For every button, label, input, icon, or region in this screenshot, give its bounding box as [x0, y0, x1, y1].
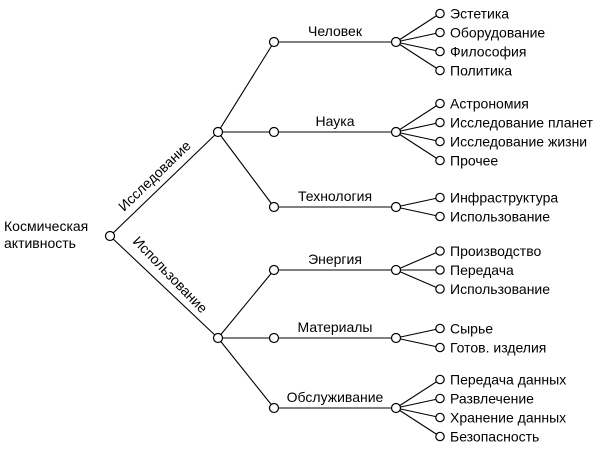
- leaf-node: [435, 284, 445, 294]
- leaf-label: Безопасность: [450, 429, 539, 445]
- leaf-node: [435, 246, 445, 256]
- leaf-label: Философия: [450, 44, 526, 60]
- topic-node-right: [390, 36, 402, 48]
- leaf-label: Исследование планет: [450, 115, 594, 131]
- edge-topic-leaf: [395, 206, 441, 218]
- leaf-label: Исследование жизни: [450, 134, 587, 150]
- leaf-node: [435, 46, 445, 57]
- edge-topic-leaf: [395, 196, 441, 208]
- leaf-node: [435, 117, 445, 128]
- leaf-node: [435, 65, 445, 76]
- root-label-line-1: Космическая: [4, 218, 88, 234]
- topic-node-right: [390, 402, 402, 414]
- topic-label: Материалы: [298, 319, 373, 335]
- leaf-node: [435, 192, 445, 203]
- leaf-label: Астрономия: [450, 96, 529, 112]
- edge-root-branch-1: [109, 131, 219, 237]
- edge-topic-leaf: [395, 13, 441, 43]
- topic-node-left: [268, 36, 280, 48]
- edge-topic-leaf: [395, 407, 441, 437]
- topic-label: Наука: [316, 113, 355, 129]
- topic-node-right: [390, 332, 402, 344]
- edge-branch-topic: [217, 131, 275, 208]
- edge-root-branch-2: [109, 235, 219, 339]
- tree-body: Человек ЭстетикаОборудованиеФилософияПоли…: [212, 6, 594, 445]
- leaf-label: Готов. изделия: [450, 340, 546, 356]
- leaf-label: Производство: [450, 243, 541, 259]
- leaf-node: [435, 431, 445, 442]
- topic-label: Обслуживание: [287, 389, 384, 405]
- branch-label-research: Исследование: [115, 137, 194, 214]
- topic-node-right: [390, 126, 402, 138]
- edge-topic-leaf: [395, 131, 441, 143]
- branch-node: [212, 126, 224, 138]
- leaf-node: [435, 323, 445, 334]
- edge-branch-topic: [217, 337, 275, 409]
- leaf-label: Сырье: [450, 321, 493, 337]
- leaf-node: [435, 8, 445, 19]
- edge-topic-leaf: [395, 131, 441, 161]
- root-node: [104, 230, 116, 242]
- topic-node-left: [268, 126, 280, 138]
- topic-node-left: [268, 402, 280, 414]
- leaf-label: Хранение данных: [450, 410, 566, 426]
- edge-branch-topic: [217, 41, 275, 133]
- leaf-node: [435, 136, 445, 147]
- edge-topic-leaf: [395, 31, 441, 43]
- edge-topic-leaf: [395, 269, 441, 290]
- branch-label-usage: Использование: [130, 233, 211, 316]
- topic-label: Технология: [298, 188, 372, 204]
- leaf-label: Прочее: [450, 153, 498, 169]
- leaf-node: [435, 265, 445, 275]
- leaf-label: Оборудование: [450, 25, 545, 41]
- leaf-node: [435, 98, 445, 109]
- branch-node: [212, 332, 224, 344]
- leaf-node: [435, 211, 445, 222]
- leaf-node: [435, 155, 445, 166]
- leaf-label: Развлечение: [450, 391, 534, 407]
- topic-node-left: [268, 332, 280, 344]
- topic-node-right: [390, 264, 402, 276]
- edge-topic-leaf: [395, 41, 441, 53]
- leaf-label: Использование: [450, 281, 550, 297]
- leaf-node: [435, 342, 445, 353]
- edge-topic-leaf: [395, 41, 441, 71]
- edge-topic-leaf: [395, 103, 441, 133]
- leaf-label: Передача: [450, 262, 514, 278]
- leaf-label: Инфраструктура: [450, 190, 558, 206]
- edge-topic-leaf: [395, 337, 441, 349]
- leaf-node: [435, 374, 445, 385]
- edge-topic-leaf: [395, 407, 441, 419]
- edge-topic-leaf: [395, 327, 441, 339]
- leaf-node: [435, 27, 445, 38]
- topic-label: Энергия: [308, 251, 362, 267]
- topic-label: Человек: [308, 23, 363, 39]
- leaf-label: Эстетика: [450, 6, 509, 22]
- root-label-line-2: активность: [4, 235, 76, 251]
- leaf-label: Использование: [450, 209, 550, 225]
- leaf-node: [435, 412, 445, 423]
- edge-branch-topic: [217, 269, 275, 339]
- edge-topic-leaf: [395, 397, 441, 409]
- leaf-label: Передача данных: [450, 372, 566, 388]
- edge-topic-leaf: [395, 121, 441, 133]
- leaf-node: [435, 393, 445, 404]
- edge-topic-leaf: [395, 379, 441, 409]
- topic-node-right: [390, 201, 402, 213]
- edge-topic-leaf: [395, 250, 441, 271]
- topic-node-left: [268, 201, 280, 213]
- leaf-label: Политика: [450, 63, 512, 79]
- topic-node-left: [268, 264, 280, 276]
